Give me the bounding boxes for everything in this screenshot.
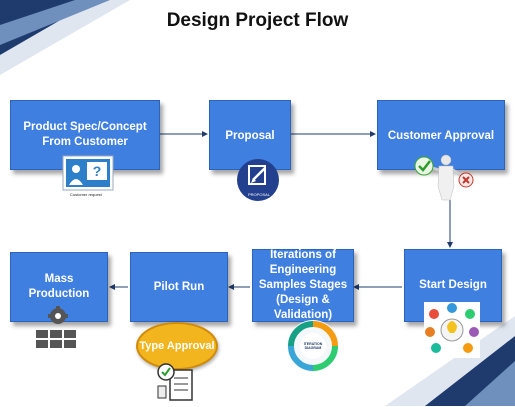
node-start-design-label: Start Design [419,279,487,291]
customer-request-caption: Customer request [70,192,102,197]
iteration-diagram-icon: ITERATION DIAGRAM [285,318,341,374]
proposal-icon-caption: PROPOSAL [248,192,271,197]
approval-checklist-icon [156,362,196,402]
node-product-spec-label: Product Spec/Concept From Customer [23,121,147,148]
corner-decoration-top-left [0,0,130,75]
node-mass-production-label: Mass Production [28,273,90,300]
customer-request-icon: ? Customer request [62,155,114,197]
node-pilot-run-label: Pilot Run [153,280,205,293]
proposal-icon: PROPOSAL [236,158,280,202]
node-customer-approval-label: Customer Approval [387,130,495,142]
node-iterations: Iterations of Engineering Samples Stages… [252,249,354,322]
lightbulb-idea-icon [424,302,480,358]
corner-decoration-bottom-right [385,316,515,406]
page-title: Design Project Flow [166,10,349,31]
approval-figure-icon [414,154,476,202]
svg-text:?: ? [93,163,102,179]
iteration-diagram-caption: ITERATION DIAGRAM [303,342,323,350]
type-approval-badge: Type Approval [136,322,218,370]
node-product-spec: Product Spec/Concept From Customer [10,100,160,170]
node-proposal-label: Proposal [225,130,275,142]
node-iterations-label: Iterations of Engineering Samples Stages… [258,249,348,321]
node-customer-approval: Customer Approval [377,100,505,170]
node-pilot-run: Pilot Run [130,252,228,322]
node-proposal: Proposal [209,100,291,170]
factory-gears-icon [34,304,80,350]
